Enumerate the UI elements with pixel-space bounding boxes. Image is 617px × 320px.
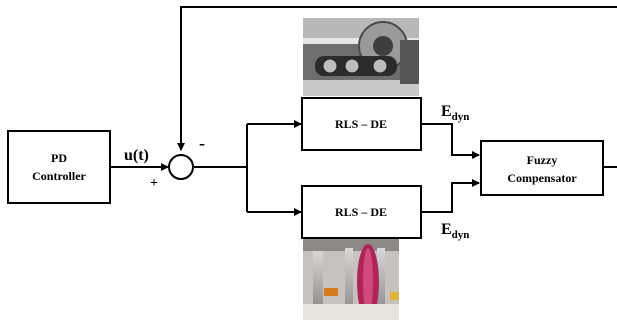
edyn-top-sub: dyn <box>452 111 470 123</box>
pd-controller-block: PD Controller <box>8 131 110 203</box>
edyn-bottom-main: E <box>441 221 452 238</box>
edyn-bottom-label: Edyn <box>441 221 469 241</box>
rls-de-bottom-block: RLS – DE <box>302 186 421 238</box>
pd-controller-label-line2: Controller <box>32 169 86 183</box>
edyn-top-label: Edyn <box>441 103 469 123</box>
edyn-top-main: E <box>441 103 452 120</box>
mechanism-photo-top <box>303 18 419 96</box>
minus-sign: - <box>199 133 205 153</box>
robot-wheel-photo-bottom <box>303 237 399 320</box>
fuzzy-compensator-label-line2: Compensator <box>507 171 577 185</box>
pd-controller-label-line1: PD <box>51 151 67 165</box>
plus-sign: + <box>150 176 158 191</box>
control-input-label: u(t) <box>124 147 149 164</box>
summing-junction <box>169 155 193 179</box>
fuzzy-compensator-label-line1: Fuzzy <box>527 153 558 167</box>
fuzzy-compensator-block: Fuzzy Compensator <box>481 141 603 195</box>
rls-de-top-block: RLS – DE <box>302 98 421 150</box>
rls-de-top-label: RLS – DE <box>335 117 387 131</box>
rls-de-bottom-label: RLS – DE <box>335 205 387 219</box>
edyn-bottom-sub: dyn <box>452 229 470 241</box>
